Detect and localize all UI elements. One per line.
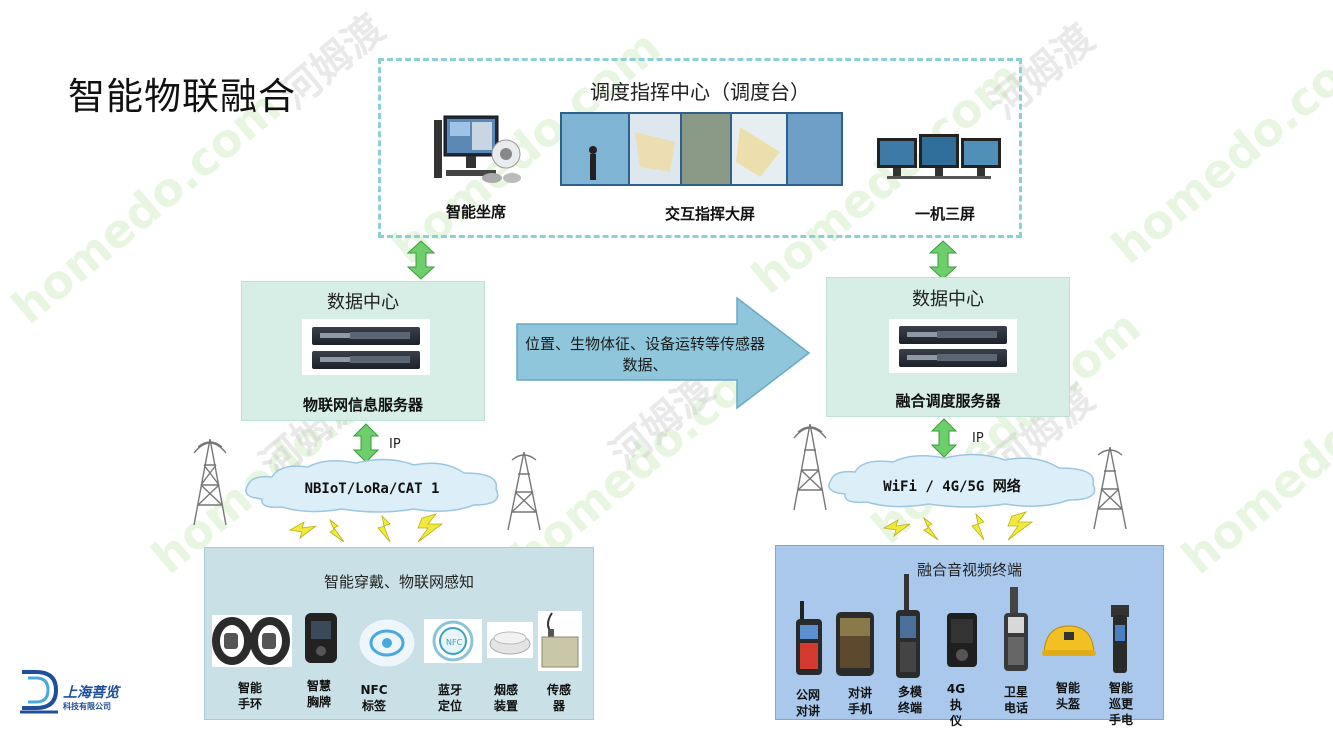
left-server-label: 物联网信息服务器 xyxy=(302,396,423,414)
left-network-label: NBIoT/LoRa/CAT 1 xyxy=(304,481,440,497)
wireless-signal-icon xyxy=(882,511,1034,541)
server-image xyxy=(302,319,430,375)
company-logo-icon xyxy=(20,670,59,714)
network-cloud xyxy=(828,453,1096,508)
signal-tower-icon xyxy=(793,423,827,511)
right-network-label: WiFi / 4G/5G 网络 xyxy=(883,479,1021,495)
network-cloud xyxy=(245,458,499,513)
smoke-detector-image xyxy=(487,622,533,658)
svg-text:NFC: NFC xyxy=(446,638,463,647)
patrol-flashlight-image xyxy=(1111,605,1129,673)
data-flow-arrow xyxy=(516,296,811,410)
multimode-terminal-image xyxy=(896,574,920,678)
left-device-label: 传感 器 xyxy=(546,683,571,713)
left-terminals-title: 智能穿戴、物联网感知 xyxy=(323,573,474,591)
right-data-center-title: 数据中心 xyxy=(912,289,984,310)
right-device-label: 对讲 手机 xyxy=(847,686,872,716)
smart-seat-image xyxy=(434,115,521,183)
signal-tower-icon xyxy=(193,438,227,526)
left-data-center-panel: 数据中心 物联网信息服务器 xyxy=(241,281,485,421)
right-ip-label: IP xyxy=(972,431,984,446)
watermark: homedo.com xyxy=(1101,19,1333,275)
left-device-label: 烟感 装置 xyxy=(493,683,518,713)
data-flow-text: 位置、生物体征、设备运转等传感器数据、 xyxy=(524,335,765,374)
double-arrow-icon xyxy=(928,240,958,280)
sensor-image xyxy=(538,611,582,671)
company-logo-name: 上海菩览 xyxy=(63,685,119,701)
wireless-signal-icon xyxy=(288,513,444,543)
left-device-label: 智能 手环 xyxy=(237,681,262,711)
left-ip-label: IP xyxy=(389,437,401,452)
dispatch-center-title: 调度指挥中心（调度台） xyxy=(590,80,810,104)
double-arrow-icon xyxy=(406,240,436,280)
right-terminals-title: 融合音视频终端 xyxy=(916,561,1022,579)
right-data-center-panel: 数据中心 融合调度服务器 xyxy=(826,277,1070,417)
public-network-radio-image xyxy=(796,601,822,675)
law-enforcement-recorder-image xyxy=(947,613,977,667)
smart-bracelet-image xyxy=(212,615,292,667)
page-title: 智能物联融合 xyxy=(68,75,296,118)
server-image xyxy=(889,319,1017,373)
signal-tower-icon xyxy=(1093,446,1127,530)
dispatch-center-box: 调度指挥中心（调度台） xyxy=(378,58,1022,238)
right-device-label: 多模 终端 xyxy=(897,685,922,715)
right-server-label: 融合调度服务器 xyxy=(895,392,1001,410)
dispatch-item-big-screen: 交互指挥大屏 xyxy=(664,205,755,223)
intercom-phone-image xyxy=(836,612,874,676)
smart-helmet-image xyxy=(1042,625,1096,656)
right-device-label: 卫星 电话 xyxy=(1003,685,1028,715)
bluetooth-beacon-image: NFC xyxy=(424,619,482,663)
right-device-label: 智能 巡更 手电 xyxy=(1108,681,1133,727)
right-device-label: 智能 头盔 xyxy=(1055,681,1080,711)
dispatch-item-three-screen: 一机三屏 xyxy=(914,205,975,223)
right-device-label: 4G 执 仪 xyxy=(946,682,966,728)
interactive-big-screen-image xyxy=(560,112,843,186)
nfc-tag-image xyxy=(358,618,416,668)
three-screen-image xyxy=(877,134,1001,179)
smart-badge-image xyxy=(305,613,337,663)
right-device-label: 公网 对讲 xyxy=(795,688,820,718)
dispatch-item-smart-seat: 智能坐席 xyxy=(445,203,506,221)
left-data-center-title: 数据中心 xyxy=(327,292,399,313)
watermark: homedo.com xyxy=(1171,329,1333,585)
double-arrow-icon xyxy=(930,418,958,458)
left-device-label: 蓝牙 定位 xyxy=(437,683,462,713)
left-device-label: NFC 标签 xyxy=(360,683,388,713)
satellite-phone-image xyxy=(1004,587,1028,671)
signal-tower-icon xyxy=(507,451,541,531)
company-logo-sub: 科技有限公司 xyxy=(63,702,111,711)
left-device-label: 智慧 胸牌 xyxy=(306,679,331,709)
